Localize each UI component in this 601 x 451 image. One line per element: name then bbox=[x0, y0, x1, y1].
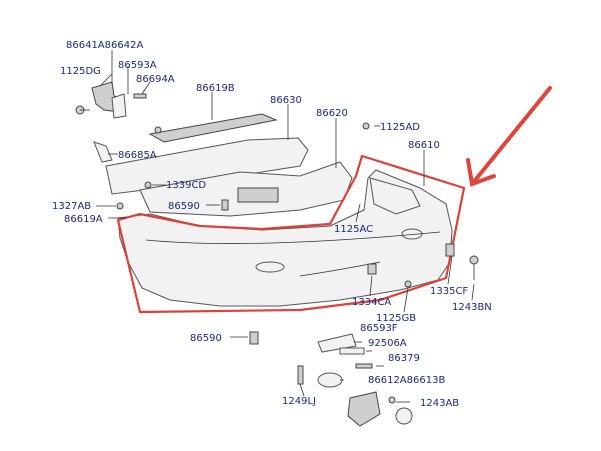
label-92506a: 92506A bbox=[368, 338, 407, 349]
label-1339cd: 1339CD bbox=[166, 180, 206, 191]
label-86619b: 86619B bbox=[196, 83, 235, 94]
bracket-86641a bbox=[91, 81, 127, 119]
lamp-92506a bbox=[339, 347, 365, 355]
label-86694a: 86694A bbox=[136, 74, 175, 85]
label-86593a-top: 86593A bbox=[118, 60, 157, 71]
pin-86694a bbox=[133, 93, 147, 99]
bolt-1125ad bbox=[362, 122, 370, 130]
label-86379: 86379 bbox=[388, 353, 420, 364]
clip-1334ca bbox=[367, 263, 377, 275]
label-1125ad: 1125AD bbox=[380, 122, 420, 133]
label-1125dg: 1125DG bbox=[60, 66, 101, 77]
label-1249lj: 1249LJ bbox=[282, 396, 316, 407]
screw-1249lj bbox=[297, 365, 304, 385]
absorber-86630 bbox=[105, 137, 309, 195]
label-86612a86613b: 86612A86613B bbox=[368, 375, 445, 386]
label-86630: 86630 bbox=[270, 95, 302, 106]
beam-86620 bbox=[139, 161, 353, 217]
label-86610: 86610 bbox=[408, 140, 440, 151]
pointer-arrow bbox=[466, 86, 552, 187]
clip-1327ab bbox=[116, 202, 124, 210]
rail-86619b bbox=[148, 113, 278, 143]
label-86620: 86620 bbox=[316, 108, 348, 119]
label-86619a: 86619A bbox=[64, 214, 103, 225]
bracket-86685a bbox=[93, 141, 113, 163]
label-1334ca: 1334CA bbox=[352, 297, 391, 308]
bolt-1125gb bbox=[404, 280, 412, 288]
bolt-1125dg bbox=[75, 105, 90, 115]
label-1243bn: 1243BN bbox=[452, 302, 492, 313]
clip-86590-top bbox=[221, 199, 229, 211]
label-86685a: 86685A bbox=[118, 150, 157, 161]
label-1327ab: 1327AB bbox=[52, 201, 91, 212]
cover-86612a bbox=[317, 372, 343, 388]
label-86590-top: 86590 bbox=[168, 201, 200, 212]
label-1335cf: 1335CF bbox=[430, 286, 468, 297]
label-1125gb: 1125GB bbox=[376, 313, 416, 324]
leader-lines bbox=[96, 50, 475, 403]
label-1243ab: 1243AB bbox=[420, 398, 459, 409]
label-86593f: 86593F bbox=[360, 323, 398, 334]
bracket-1243ab bbox=[347, 391, 413, 427]
clip-86379 bbox=[355, 363, 373, 369]
bolt-1243bn bbox=[469, 255, 479, 280]
highlight-outline bbox=[116, 154, 466, 314]
label-86641a86642a: 86641A86642A bbox=[66, 40, 143, 51]
label-86590-bottom: 86590 bbox=[190, 333, 222, 344]
bolt-1339cd bbox=[144, 181, 152, 189]
label-1125ac: 1125AC bbox=[334, 224, 373, 235]
clip-1335cf bbox=[445, 243, 455, 257]
clip-86590-bottom bbox=[249, 331, 259, 345]
